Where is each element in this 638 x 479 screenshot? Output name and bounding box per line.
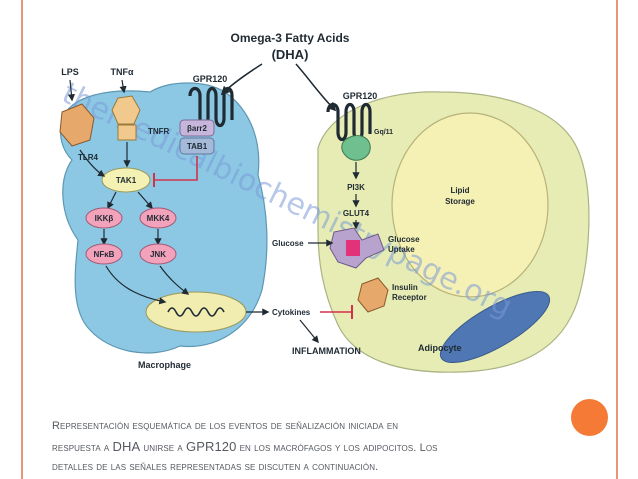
tab1-label: TAB1 (187, 142, 208, 151)
tab1-inhibition (154, 156, 198, 181)
glucose-label: Glucose (272, 239, 304, 248)
lps-molecule (59, 103, 95, 147)
cytokines-label: Cytokines (272, 308, 311, 317)
nfkb-to-nucleus-arrow (105, 265, 167, 305)
lipid-storage-label-2: Storage (445, 197, 475, 206)
jnk-node (139, 243, 177, 265)
ikkb-label: IKKβ (95, 214, 114, 223)
adipocyte-gpr120-label: GPR120 (343, 91, 378, 101)
tak1-to-ikkb-arrow (107, 191, 117, 210)
ikkb-node (85, 207, 123, 229)
tab1-box (179, 137, 215, 155)
tlr4-label: TLR4 (78, 153, 99, 162)
lipid-storage-label-1: Lipid (450, 186, 469, 195)
nfkb-label: NFκB (94, 250, 115, 259)
adipocyte-gpr120-receptor (326, 102, 372, 142)
glucose-uptake-label-2: Uptake (388, 245, 415, 254)
slide-border-left (21, 0, 23, 479)
caption-line-3: detalles de las señales representadas se… (52, 461, 379, 473)
barr2-label: βarr2 (187, 124, 208, 133)
tak1-node (101, 167, 151, 193)
caption-line-1: Representación esquemática de los evento… (52, 420, 399, 432)
lipid-storage-droplet (391, 112, 549, 298)
lps-arrow (67, 79, 76, 102)
glucose-uptake-label-1: Glucose (388, 235, 420, 244)
tnfa-molecule (111, 95, 141, 125)
macrophage-nucleus (145, 291, 247, 333)
tlr4-to-tak1-arrow (79, 149, 106, 177)
caption: Representación esquemática de los evento… (52, 417, 572, 478)
macrophage-gpr120-receptor (188, 86, 234, 128)
omega3-title: Omega-3 Fatty Acids (231, 31, 350, 45)
insulin-receptor (357, 277, 389, 313)
slide-accent-circle (571, 399, 608, 436)
insulin-receptor-label-2: Receptor (392, 293, 427, 302)
dha-to-adipocyte-arrow (295, 63, 337, 112)
nfkb-node (85, 243, 123, 265)
jnk-to-nucleus-arrow (159, 265, 190, 295)
dha-label: (DHA) (272, 47, 309, 62)
glut4-label: GLUT4 (343, 209, 370, 218)
macrophage-gpr120-label: GPR120 (193, 74, 228, 84)
glucose-channel (346, 240, 360, 256)
jnk-label: JNK (150, 250, 166, 259)
slide-border-right (616, 0, 618, 479)
mkk4-node (139, 207, 177, 229)
dna-strand (167, 307, 225, 317)
lps-label: LPS (61, 67, 79, 77)
adipocyte-nucleus (439, 290, 551, 364)
gq11-label: Gq/11 (374, 129, 393, 136)
macrophage-label: Macrophage (138, 360, 191, 370)
barr2-box (179, 119, 215, 137)
insulin-receptor-label-1: Insulin (392, 283, 418, 292)
pi3k-label: PI3K (347, 183, 365, 192)
cytokines-to-inflammation-arrow (299, 319, 319, 344)
tnfr-receptor (117, 124, 137, 141)
tak1-label: TAK1 (116, 176, 137, 185)
tak1-to-mkk4-arrow (137, 191, 153, 210)
tnfr-label: TNFR (148, 127, 170, 136)
adipocyte-label: Adipocyte (418, 343, 462, 353)
tnfa-label: TNFα (110, 67, 133, 77)
caption-line-2: respuesta a DHA unirse a GPR120 en los m… (52, 438, 438, 454)
tnfa-arrow (119, 79, 127, 94)
gq11-protein (341, 135, 371, 161)
mkk4-label: MKK4 (147, 214, 170, 223)
inflammation-label: INFLAMMATION (292, 346, 361, 356)
